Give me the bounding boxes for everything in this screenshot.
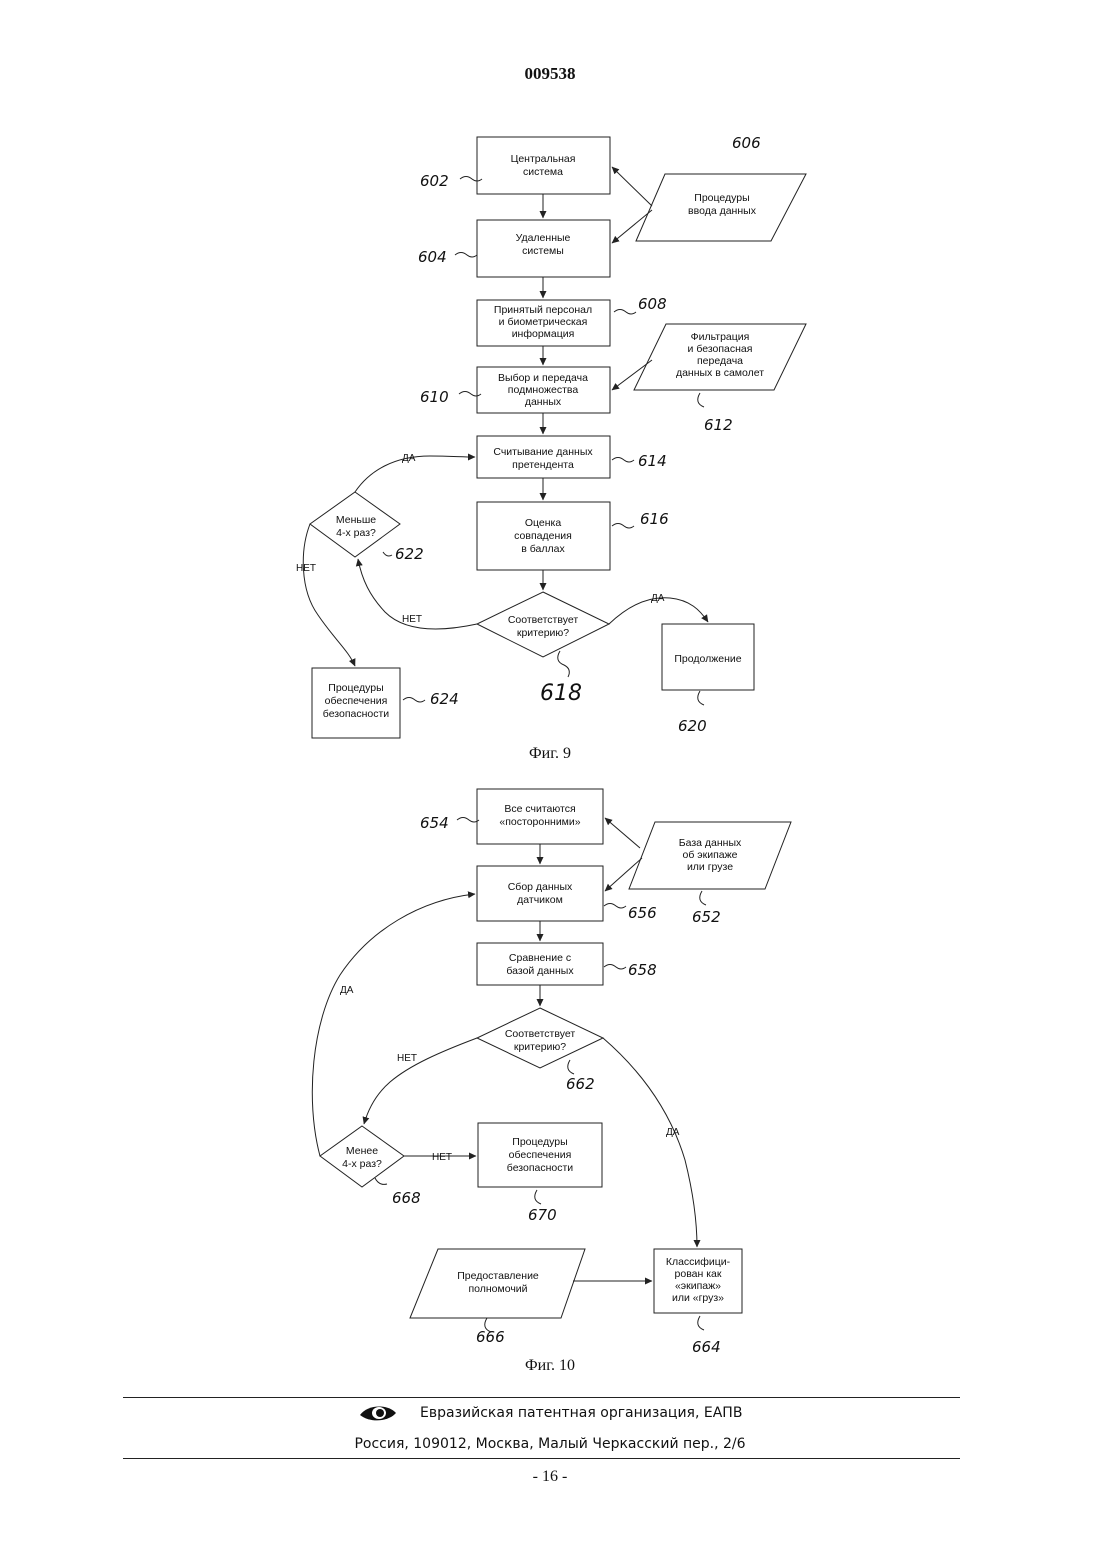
ref-670: 670 bbox=[528, 1206, 557, 1224]
ref-602: 602 bbox=[420, 172, 449, 190]
figure-9-flow-labels: ДА НЕТ НЕТ ДА bbox=[296, 453, 665, 625]
criterion-label-10: Соответствуеткритерию? bbox=[505, 1028, 576, 1053]
ref-658: 658 bbox=[628, 961, 657, 979]
organization-row: Евразийская патентная организация, ЕАПВ bbox=[0, 1402, 1100, 1424]
ref-608: 608 bbox=[638, 295, 667, 313]
match-score-label: Оценкасовпаденияв баллах bbox=[514, 517, 572, 555]
fig9-yes-top-label: ДА bbox=[402, 453, 416, 464]
ref-664: 664 bbox=[692, 1338, 721, 1356]
ref-662: 662 bbox=[566, 1075, 595, 1093]
fig10-yes-left-label: ДА bbox=[340, 985, 354, 996]
reading-candidate-label: Считывание данныхпретендента bbox=[493, 446, 593, 471]
fig10-no-right-label: НЕТ bbox=[432, 1152, 452, 1163]
grant-authority-label: Предоставлениеполномочий bbox=[457, 1270, 539, 1295]
ref-610: 610 bbox=[420, 388, 449, 406]
ref-604: 604 bbox=[418, 248, 447, 266]
ref-606: 606 bbox=[732, 134, 761, 152]
classified-label: Классифици-рован как«экипаж»или «груз» bbox=[666, 1256, 731, 1304]
compare-db-label: Сравнение сбазой данных bbox=[506, 952, 574, 977]
fig10-caption: Фиг. 10 bbox=[525, 1357, 575, 1374]
data-input-label: Процедурыввода данных bbox=[688, 192, 757, 217]
personnel-biometric-label: Принятый персонали биометрическаяинформа… bbox=[494, 304, 592, 340]
fig10-no-mid-label: НЕТ bbox=[397, 1053, 417, 1064]
footer-top-rule bbox=[123, 1397, 960, 1398]
ref-654: 654 bbox=[420, 814, 449, 832]
ref-624: 624 bbox=[430, 690, 459, 708]
ref-622: 622 bbox=[395, 545, 424, 563]
central-system-label: Центральнаясистема bbox=[511, 153, 576, 178]
fewer-label-10: Менее4-х раз? bbox=[342, 1145, 382, 1170]
fig9-no-left-label: НЕТ bbox=[296, 563, 316, 574]
crew-cargo-db-label: База данныхоб экипажеили грузе bbox=[679, 837, 742, 873]
fig9-yes-right-label: ДА bbox=[651, 593, 665, 604]
selection-transfer-label: Выбор и передачаподмножестваданных bbox=[498, 372, 588, 408]
footer-bottom-rule bbox=[123, 1458, 960, 1459]
ref-612: 612 bbox=[704, 416, 733, 434]
criterion-label: Соответствуеткритерию? bbox=[508, 614, 579, 639]
ref-666: 666 bbox=[476, 1328, 505, 1346]
ref-614: 614 bbox=[638, 452, 667, 470]
flowcharts: Центральнаясистема Удаленныесистемы Проц… bbox=[0, 0, 1100, 1400]
figure-9-refs: 602 604 606 608 610 612 614 616 618 620 … bbox=[395, 134, 761, 735]
filtering-transfer-label: Фильтрацияи безопаснаяпередачаданных в с… bbox=[676, 331, 764, 379]
security-procedures-label: Процедурыобеспечениябезопасности bbox=[323, 682, 390, 720]
compare-db-box bbox=[477, 943, 603, 985]
remote-systems-label: Удаленныесистемы bbox=[516, 232, 571, 257]
ref-616: 616 bbox=[640, 510, 669, 528]
fig9-caption: Фиг. 9 bbox=[529, 745, 571, 762]
eapo-eye-logo-icon bbox=[358, 1402, 398, 1424]
ref-668: 668 bbox=[392, 1189, 421, 1207]
fig10-yes-right-label: ДА bbox=[666, 1127, 680, 1138]
ref-618: 618 bbox=[540, 681, 582, 706]
security-procedures-label-10: Процедурыобеспечениябезопасности bbox=[507, 1136, 574, 1174]
continue-label: Продолжение bbox=[674, 653, 741, 665]
figure-9 bbox=[303, 137, 806, 738]
ref-652: 652 bbox=[692, 908, 721, 926]
ref-656: 656 bbox=[628, 904, 657, 922]
sensor-collection-label: Сбор данныхдатчиком bbox=[508, 881, 573, 906]
figure-10-flow-labels: ДА НЕТ НЕТ ДА bbox=[340, 985, 680, 1163]
fewer-label: Меньше4-х раз? bbox=[336, 514, 376, 539]
fig9-no-bottom-label: НЕТ bbox=[402, 614, 422, 625]
organization-address: Россия, 109012, Москва, Малый Черкасский… bbox=[0, 1436, 1100, 1452]
page-number: - 16 - bbox=[0, 1468, 1100, 1486]
ref-620: 620 bbox=[678, 717, 707, 735]
organization-name: Евразийская патентная организация, ЕАПВ bbox=[420, 1405, 742, 1421]
outsiders-label: Все считаются«посторонними» bbox=[499, 803, 580, 828]
